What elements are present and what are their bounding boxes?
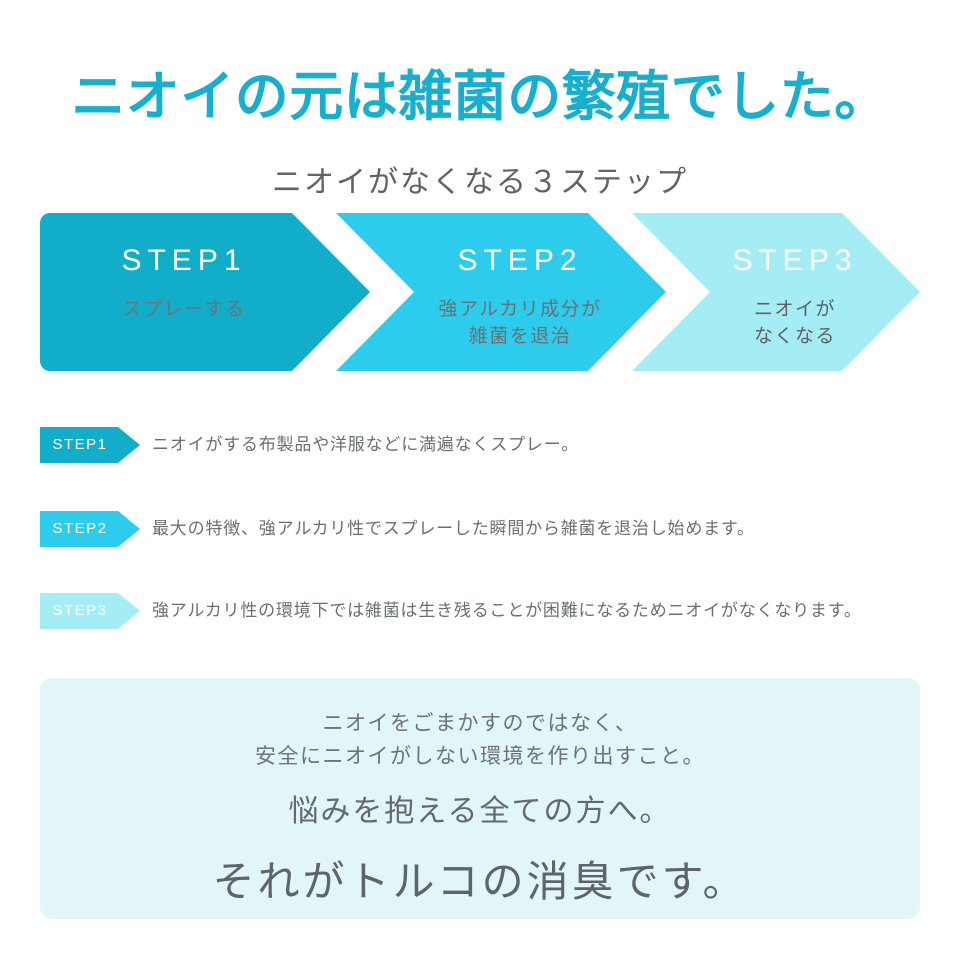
- step-badge-3: STEP3: [40, 593, 140, 629]
- detail-row: STEP1 ニオイがする布製品や洋服などに満遍なくスプレー。: [40, 427, 930, 463]
- detail-text-3: 強アルカリ性の環境下では雑菌は生き残ることが困難になるためニオイがなくなります。: [152, 601, 862, 620]
- step-arrow-band: STEP1 スプレーする STEP2 強アルカリ成分が 雑菌を退治 STEP3 …: [40, 213, 920, 371]
- step-arrow-2-title: STEP2: [457, 244, 583, 277]
- detail-row: STEP3 強アルカリ性の環境下では雑菌は生き残ることが困難になるためニオイがな…: [40, 593, 930, 629]
- step-arrow-1: STEP1 スプレーする: [40, 213, 370, 371]
- panel-main-text: それがトルコの消臭です。: [212, 858, 748, 905]
- step-badge-1: STEP1: [40, 427, 140, 463]
- detail-row: STEP2 最大の特徴、強アルカリ性でスプレーした瞬間から雑菌を退治し始めます。: [40, 511, 930, 547]
- detail-text-1: ニオイがする布製品や洋服などに満遍なくスプレー。: [152, 435, 580, 454]
- page-title: ニオイの元は雑菌の繁殖でした。: [71, 67, 889, 127]
- step-arrow-3: STEP3 ニオイが なくなる: [632, 213, 920, 371]
- closing-message-panel: ニオイをごまかすのではなく、 安全にニオイがしない環境を作り出すこと。 悩みを抱…: [40, 678, 920, 919]
- step-arrow-1-title: STEP1: [121, 244, 247, 277]
- step-arrow-3-subtitle: ニオイが なくなる: [753, 299, 836, 347]
- step-arrow-3-title: STEP3: [732, 244, 858, 277]
- step-arrow-1-subtitle: スプレーする: [122, 299, 246, 320]
- step-arrow-2: STEP2 強アルカリ成分が 雑菌を退治: [336, 213, 666, 371]
- panel-mid-text: 悩みを抱える全ての方へ。: [288, 795, 672, 828]
- panel-lead-text: ニオイをごまかすのではなく、 安全にニオイがしない環境を作り出すこと。: [255, 712, 705, 768]
- page-subtitle: ニオイがなくなる３ステップ: [272, 166, 688, 199]
- step-arrow-2-subtitle: 強アルカリ成分が 雑菌を退治: [438, 299, 602, 347]
- detail-text-2: 最大の特徴、強アルカリ性でスプレーした瞬間から雑菌を退治し始めます。: [152, 519, 755, 538]
- step-badge-2: STEP2: [40, 511, 140, 547]
